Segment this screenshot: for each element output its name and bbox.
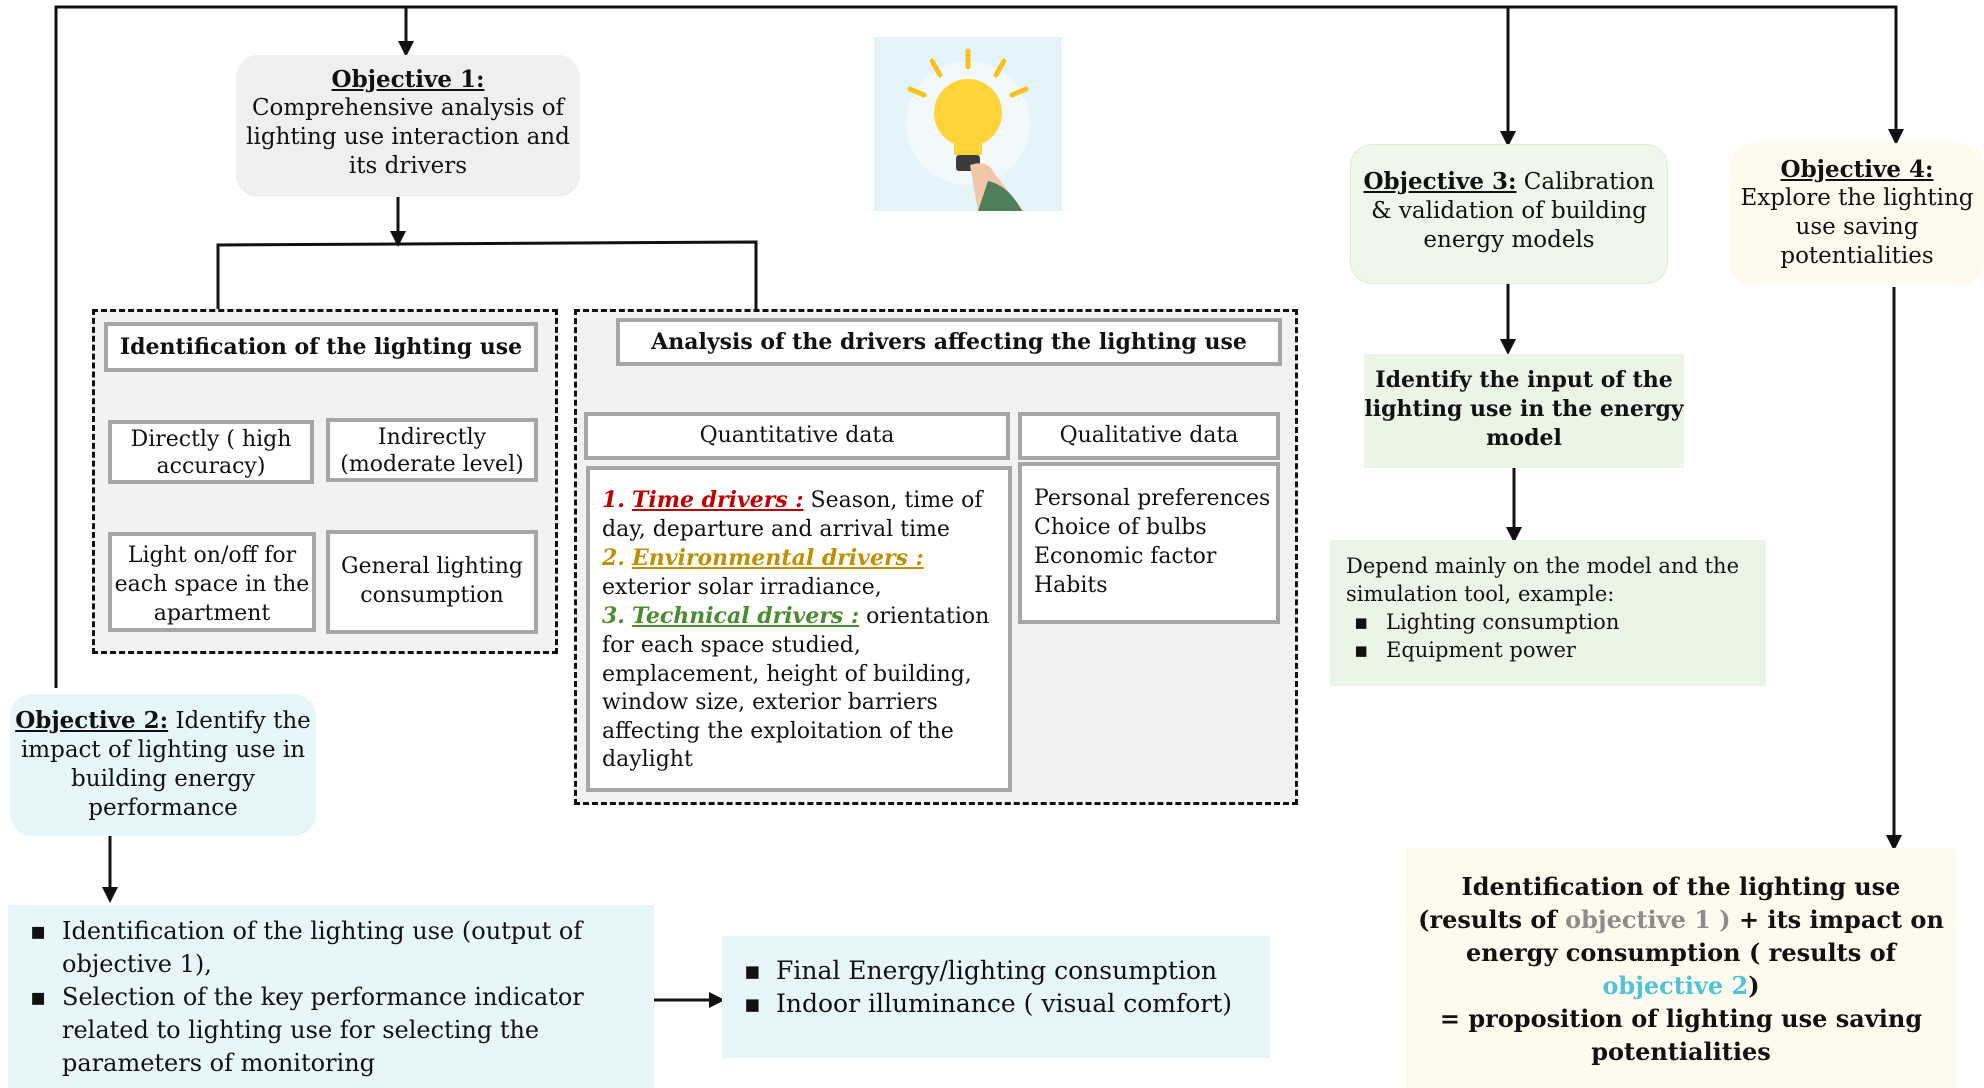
- final-objective-2-ref: objective 2: [1602, 971, 1749, 1000]
- objective-2-list: ▪ Identification of the lighting use (out…: [8, 905, 654, 1088]
- final-impact: + its impact on energy consumption ( res…: [1466, 905, 1944, 967]
- objective-3-box: Objective 3: Calibration & validation of…: [1350, 144, 1668, 284]
- final-objective-1-ref: objective 1 ): [1565, 905, 1731, 934]
- final-close: ): [1748, 971, 1760, 1000]
- list-item-text: Selection of the key performance indicat…: [62, 983, 584, 1077]
- depend-text: Depend mainly on the model and the simul…: [1346, 554, 1739, 606]
- final-results: (results of objective 1 ) + its impact o…: [1405, 903, 1957, 1002]
- list-item-text: Equipment power: [1386, 638, 1576, 662]
- qualitative-item: Personal preferences: [1034, 486, 1271, 511]
- bullet-icon: ▪: [30, 917, 47, 945]
- driver-technical: 3. Technical drivers : orientation for e…: [602, 602, 1002, 775]
- final-result-box: Identification of the lighting use (resu…: [1405, 848, 1957, 1088]
- driver-time-num: 1.: [602, 487, 625, 513]
- bullet-icon: ▪: [30, 983, 47, 1011]
- identify-input-box: Identify the input of the lighting use i…: [1364, 354, 1684, 468]
- directly-box: Directly ( high accuracy): [108, 420, 314, 484]
- indirectly-box: Indirectly (moderate level): [326, 418, 538, 482]
- list-item: ▪ Final Energy/lighting consumption: [736, 954, 1262, 987]
- list-item-text: Indoor illuminance ( visual comfort): [776, 989, 1233, 1018]
- objective-2-label: Objective 2:: [15, 707, 169, 734]
- list-item: ▪ Indoor illuminance ( visual comfort): [736, 987, 1262, 1020]
- bullet-icon: ▪: [1354, 638, 1369, 662]
- objective-4-box: Objective 4: Explore the lighting use sa…: [1730, 143, 1984, 285]
- objective-1-label: Objective 1:: [331, 66, 485, 93]
- driver-tech-text: orientation for each space studied, empl…: [602, 604, 990, 773]
- objective-4-text: Explore the lighting use saving potentia…: [1740, 185, 1974, 269]
- final-line1: Identification of the lighting use: [1461, 872, 1901, 901]
- lightbulb-illustration: [874, 37, 1062, 211]
- qualitative-item: Choice of bulbs: [1034, 515, 1207, 540]
- list-item-text: Final Energy/lighting consumption: [776, 956, 1218, 985]
- objective-4-label: Objective 4:: [1780, 156, 1934, 183]
- lightbulb-icon: [906, 48, 1030, 211]
- final-proposition: = proposition of lighting use saving pot…: [1439, 1004, 1923, 1066]
- final-results-of: (results of: [1418, 905, 1566, 934]
- qualitative-item: Economic factor: [1034, 544, 1217, 569]
- driver-time: 1. Time drivers : Season, time of day, d…: [602, 486, 1002, 544]
- light-onoff-box: Light on/off for each space in the apart…: [108, 532, 316, 632]
- quantitative-list: 1. Time drivers : Season, time of day, d…: [586, 466, 1012, 792]
- list-item: ▪ Identification of the lighting use (out…: [22, 915, 646, 981]
- quantitative-header: Quantitative data: [584, 412, 1010, 460]
- identification-header: Identification of the lighting use: [104, 322, 538, 372]
- objective-3-label: Objective 3:: [1363, 168, 1517, 195]
- general-lighting-box: General lighting consumption: [326, 530, 538, 634]
- driver-env-text: exterior solar irradiance,: [602, 574, 882, 600]
- analysis-header: Analysis of the drivers affecting the li…: [616, 318, 1282, 366]
- list-item-text: Identification of the lighting use (outp…: [62, 917, 583, 978]
- bullet-icon: ▪: [744, 956, 761, 985]
- list-item: ▪ Lighting consumption: [1346, 608, 1766, 636]
- driver-env-num: 2.: [602, 545, 625, 572]
- driver-time-label: Time drivers :: [631, 487, 804, 513]
- qualitative-list: Personal preferences Choice of bulbs Eco…: [1018, 462, 1280, 624]
- depend-box: Depend mainly on the model and the simul…: [1330, 540, 1766, 686]
- objective-1-text: Comprehensive analysis of lighting use i…: [246, 95, 570, 179]
- bullet-icon: ▪: [1354, 610, 1369, 634]
- objective-2-box: Objective 2: Identify the impact of ligh…: [10, 694, 316, 836]
- objective-3-text: Calibration & validation of building ene…: [1371, 169, 1655, 253]
- driver-environmental: 2. Environmental drivers : exterior sola…: [602, 544, 1002, 602]
- driver-time-text: Season, time of day, departure and arriv…: [602, 488, 983, 542]
- objective-2-outputs: ▪ Final Energy/lighting consumption ▪ Indo…: [722, 936, 1270, 1058]
- list-item: ▪ Equipment power: [1346, 636, 1766, 664]
- driver-tech-label: Technical drivers :: [631, 603, 860, 630]
- qualitative-header: Qualitative data: [1018, 412, 1280, 460]
- objective-1-box: Objective 1: Comprehensive analysis of l…: [236, 55, 580, 197]
- qualitative-item: Habits: [1034, 573, 1108, 598]
- objective-2-text: Identify the impact of lighting use in b…: [20, 708, 311, 821]
- driver-env-label: Environmental drivers :: [631, 545, 924, 572]
- list-item-text: Lighting consumption: [1386, 610, 1620, 634]
- driver-tech-num: 3.: [602, 603, 625, 630]
- list-item: ▪ Selection of the key performance indica…: [22, 981, 646, 1080]
- bullet-icon: ▪: [744, 989, 761, 1018]
